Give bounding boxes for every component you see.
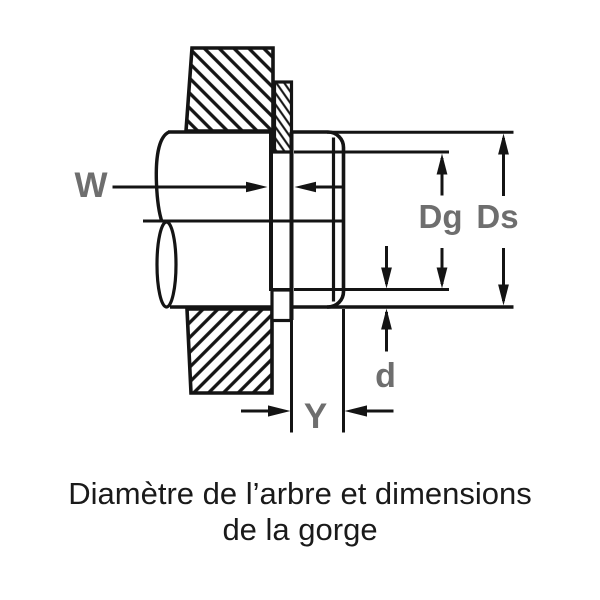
label-d: d [375,357,396,395]
hub-cross-section [184,46,275,395]
retaining-ring-lower-section [270,288,293,323]
caption-line-2: de la gorge [222,512,377,547]
shaft-end-face-ellipse [155,220,178,309]
retaining-ring-upper-section [272,80,294,154]
ds-arrow-down-icon [498,284,509,306]
d-arrow-down-icon [381,267,392,289]
y-arrow-left-icon [344,405,367,417]
dimension-w [112,181,344,193]
caption-line-1: Diamètre de l’arbre et dimensions [68,476,532,511]
d-arrow-up-icon [381,308,392,330]
dimension-dg [436,153,448,289]
label-dg: Dg [419,198,463,235]
dg-arrow-down-icon [436,267,448,289]
label-ds: Ds [476,198,518,235]
y-arrow-right-icon [268,405,291,417]
w-arrow-right-icon [246,181,268,193]
label-y: Y [304,397,327,436]
ds-arrow-up-icon [498,133,509,155]
shaft-left-break-edge [154,130,170,223]
dimension-d [381,246,392,352]
label-w: W [74,166,107,205]
shaft-outline [143,130,346,323]
hub-upper-section [184,46,275,133]
extension-lines [290,130,514,433]
dimension-ds [498,133,509,306]
hub-lower-section [185,307,274,395]
w-arrow-left-icon [294,181,316,193]
dg-arrow-up-icon [436,153,448,175]
dimension-y [241,405,394,417]
